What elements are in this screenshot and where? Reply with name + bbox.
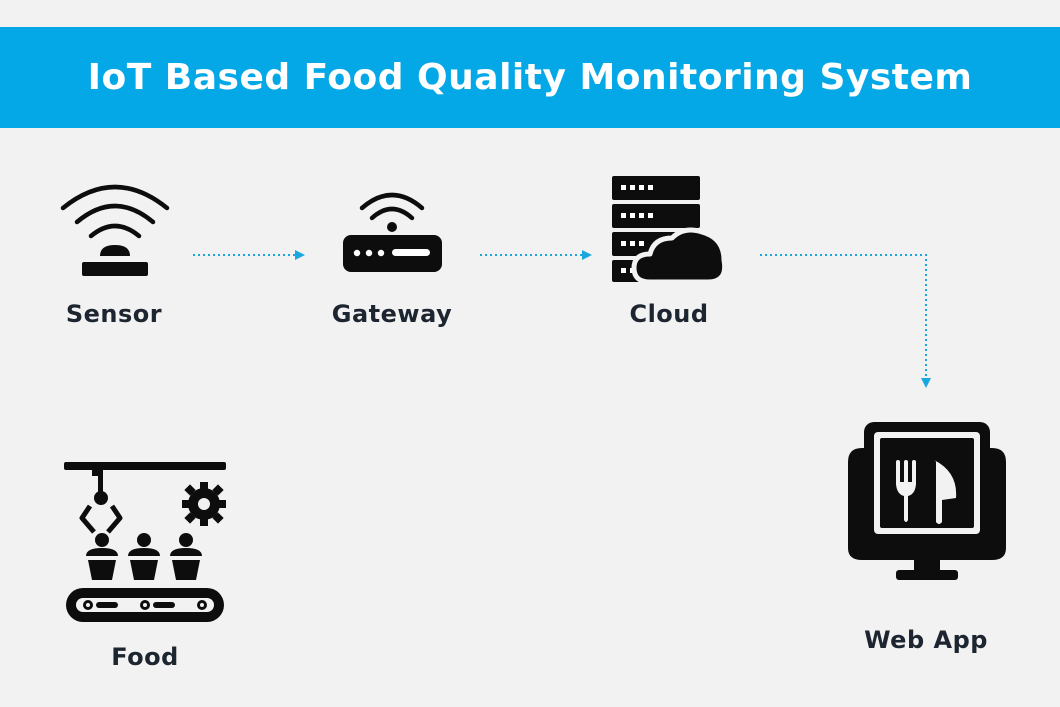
gateway-label: Gateway: [331, 300, 453, 328]
router-icon: [343, 192, 442, 272]
food-label: Food: [111, 643, 179, 671]
diagram-title: IoT Based Food Quality Monitoring System: [87, 57, 973, 98]
title-banner: IoT Based Food Quality Monitoring System: [0, 27, 1060, 128]
food-production-line-icon: [64, 462, 226, 622]
connector-cloud-webapp: [760, 254, 931, 388]
web-app-label: Web App: [864, 626, 988, 654]
cloud-label: Cloud: [629, 300, 709, 328]
monitor-restaurant-icon: [848, 422, 1006, 580]
sensor-label: Sensor: [65, 300, 163, 328]
wireless-sensor-icon: [60, 184, 170, 276]
cloud-server-icon: [612, 176, 728, 285]
